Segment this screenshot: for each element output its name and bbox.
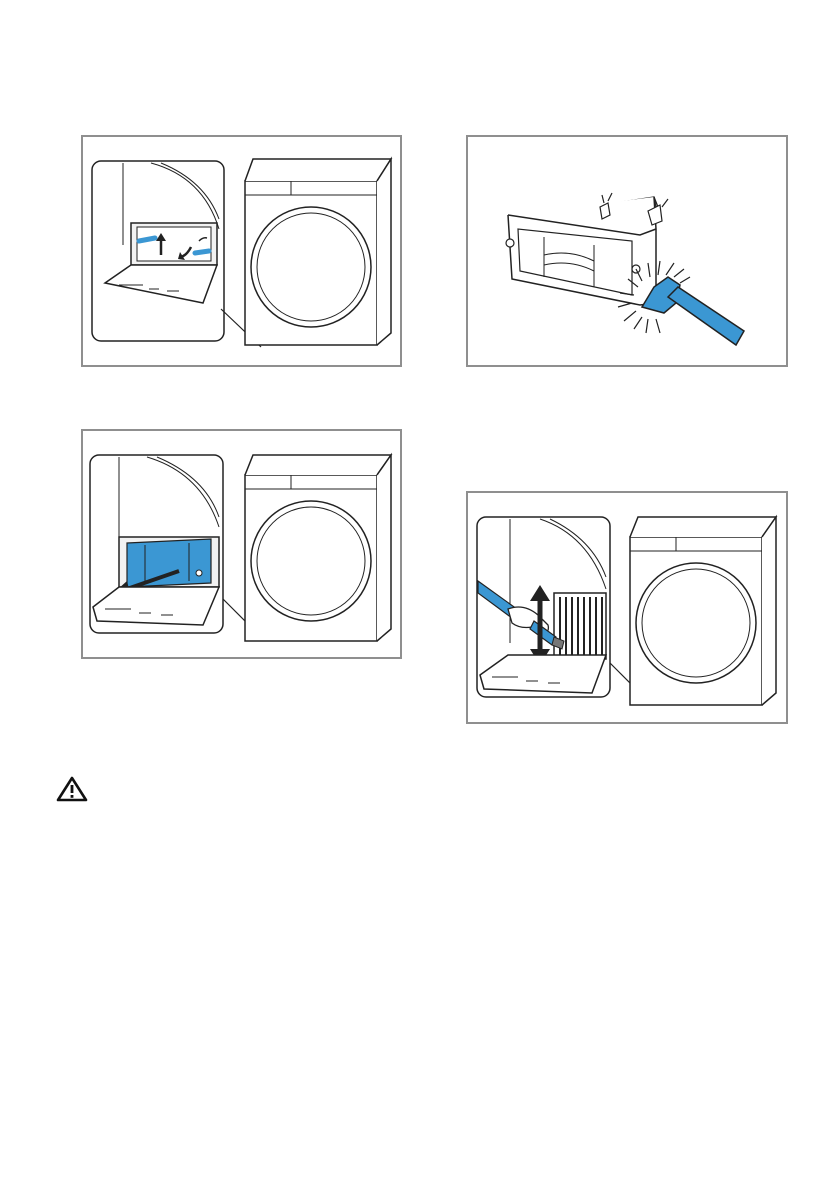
dryer-icon [245,455,391,641]
dryer-icon [245,159,391,345]
warning-triangle-icon [56,776,88,802]
dryer-icon [630,517,776,705]
zoom-inset [92,161,224,341]
heat-exchanger-icon [506,193,668,305]
illustration-brush-housing [466,491,788,724]
illustration-unlock-levers [81,135,402,367]
illustration-clean-heat-exchanger [466,135,788,367]
illustration-pull-out-heat-exchanger [81,429,402,659]
zoom-inset [90,455,223,633]
zoom-inset [477,517,610,697]
